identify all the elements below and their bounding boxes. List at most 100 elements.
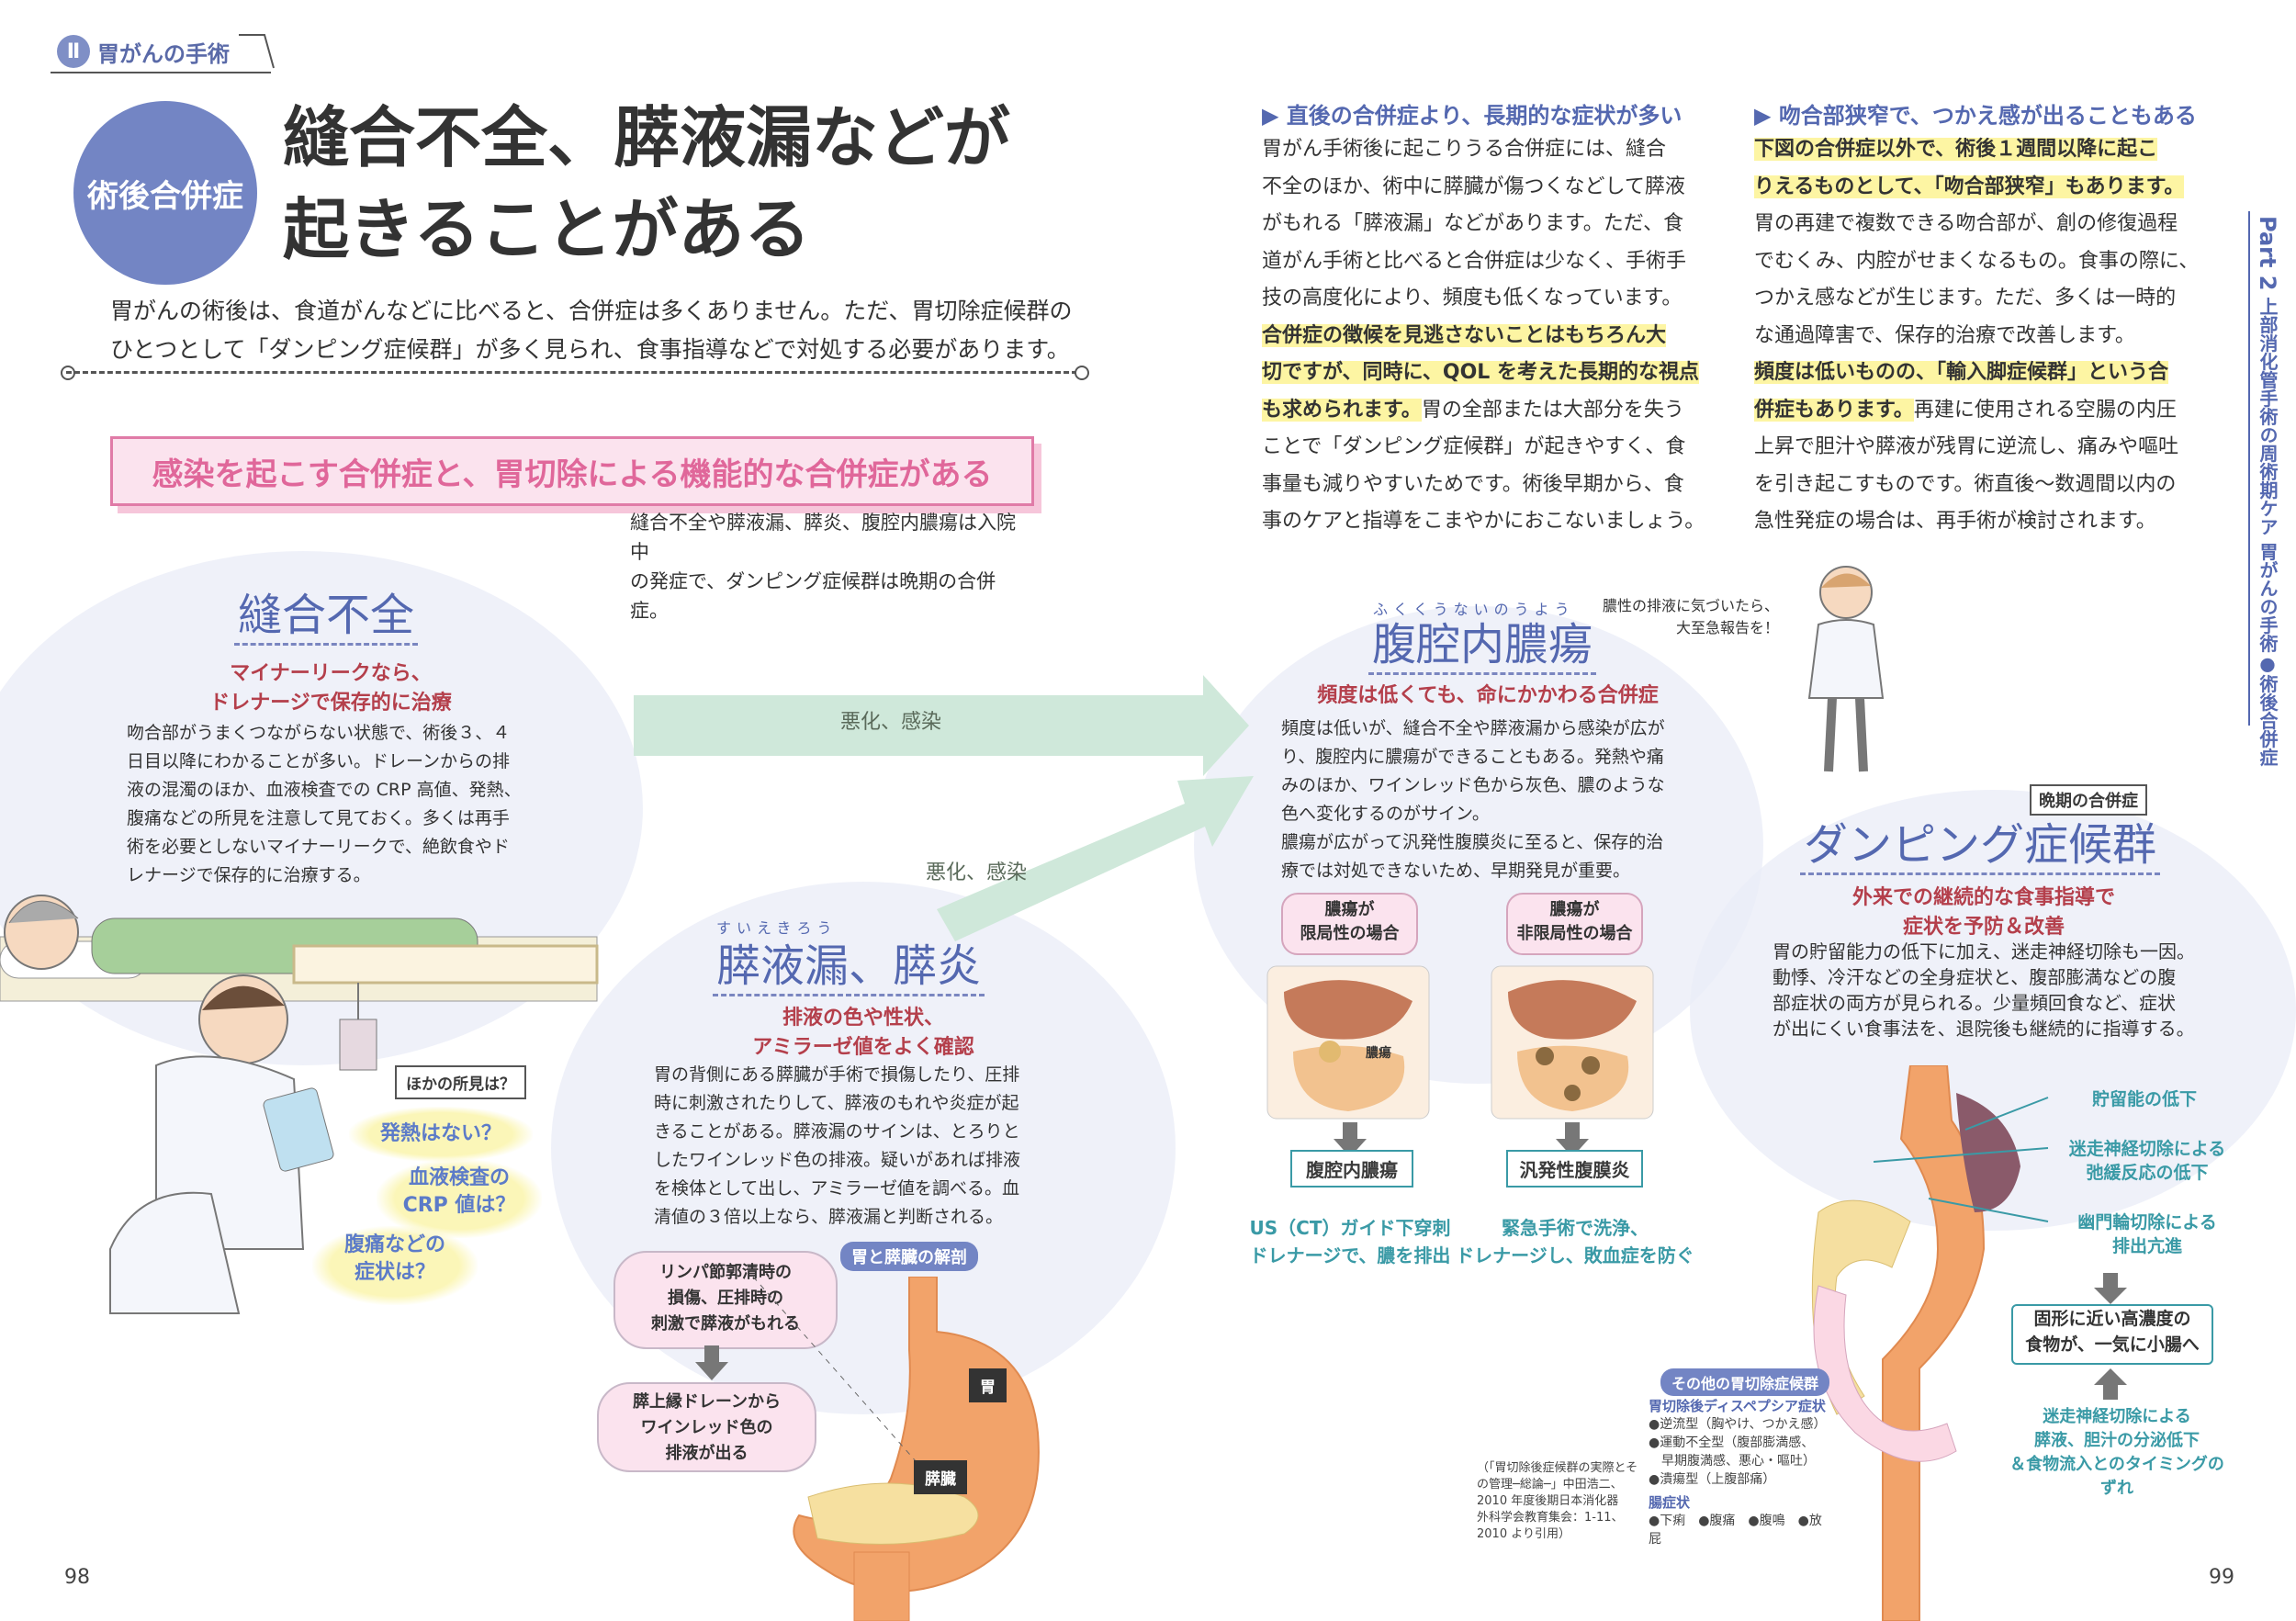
col2-highlight-line: 下図の合併症以外で、術後１週間以降に起こ — [1754, 138, 2158, 161]
pancreas-body-line: 時に刺激されたりして、膵液のもれや炎症が起 — [654, 1093, 1019, 1113]
col2-highlight-line: 併症もあります。 — [1754, 398, 1914, 422]
dumping-subtitle: 外来での継続的な食事指導で 症状を予防＆改善 — [1800, 884, 2167, 942]
dumping-body-line: 動悸、冷汗などの全身症状と、腹部膨満などの腹 — [1773, 966, 2177, 988]
col2-highlight-line: りえるものとして、「吻合部狭窄」もあります。 — [1754, 174, 2185, 198]
col2-line: な通過障害で、保存的治療で改善します。 — [1754, 323, 2135, 347]
up-arrow-icon — [2094, 1368, 2127, 1400]
treat-local: US（CT）ガイド下穿刺 ドレナージで、膿を排出 — [1240, 1214, 1460, 1269]
abscess-body-line: 頻度は低いが、縫合不全や膵液漏から感染が広が — [1281, 718, 1665, 738]
other-syndrome-list: 胃切除後ディスペプシア症状 ●逆流型（胸やけ、つかえ感） ●運動不全型（腹部膨満… — [1649, 1396, 1832, 1548]
other-syndrome-h1: 胃切除後ディスペプシア症状 — [1649, 1398, 1826, 1414]
abscess-body-line: 色へ変化するのがサイン。 — [1281, 804, 1490, 824]
case-local-line: 膿瘍が — [1324, 900, 1375, 919]
stomach-pancreas-illustration — [753, 1277, 1040, 1621]
ann-secretion-line: 迷走神経切除による — [2043, 1407, 2191, 1426]
ann-pylorus: 幽門輪切除による 排出亢進 — [2046, 1210, 2248, 1258]
pancreas-drain-box: 膵上縁ドレーンから ワインレッド色の 排液が出る — [597, 1382, 816, 1472]
abscess-subtitle: 頻度は低くても、命にかかわる合併症 — [1317, 684, 1659, 707]
q-pain-line2: 症状は？ — [354, 1261, 435, 1284]
pancreas-drain-line: ワインレッド色の — [640, 1418, 773, 1437]
dumping-body-line: 部症状の両方が見られる。少量頻回食など、症状 — [1773, 992, 2176, 1014]
pancreas-title: 膵液漏、膵炎 — [713, 929, 985, 996]
ann-vagal-relax: 迷走神経切除による 弛緩反応の低下 — [2046, 1137, 2248, 1185]
suture-body-line: 日目以降にわかることが多い。ドレーンからの排 — [127, 751, 511, 771]
case-diffuse-line: 膿瘍が — [1549, 900, 1600, 919]
dumping-flow-line: 食物が、一気に小腸へ — [2025, 1334, 2200, 1355]
abscess-body: 頻度は低いが、縫合不全や膵液漏から感染が広が り、腹腔内に膿瘍ができることもある… — [1281, 715, 1713, 885]
other-syndrome-h2: 腸症状 — [1649, 1494, 1691, 1511]
case-diffuse-line: 非限局性の場合 — [1516, 924, 1633, 943]
arrow2-label: 悪化、感染 — [926, 861, 1028, 884]
col1-highlight-line: も求められます。 — [1262, 398, 1422, 422]
banner-note-line1: 縫合不全や膵液漏、膵炎、腹腔内膿瘍は入院中 — [630, 512, 1016, 563]
arrow1-label: 悪化、感染 — [840, 711, 942, 734]
down-arrow-icon — [2094, 1273, 2127, 1304]
col1-line: 道がん手術と比べると合併症は少なく、手術手 — [1262, 249, 1687, 273]
dumping-title: ダンピング症候群 — [1800, 808, 2161, 875]
case-diffuse: 膿瘍が 非限局性の場合 — [1506, 893, 1643, 955]
treat-local-line: US（CT）ガイド下穿刺 — [1249, 1217, 1451, 1239]
ann-vagal-relax-line: 迷走神経切除による — [2068, 1139, 2226, 1159]
arrow-worsen-1 — [634, 675, 1249, 776]
treat-local-line: ドレナージで、膿を排出 — [1249, 1244, 1451, 1266]
tab-underline — [51, 72, 271, 73]
col1-body: 胃がん手術後に起こりうる合併症には、縫合 不全のほか、術中に膵臓が傷つくなどして… — [1262, 131, 1716, 541]
lead-line1: 胃がんの術後は、食道がんなどに比べると、合併症は多くありません。ただ、胃切除症候… — [110, 298, 1073, 324]
section-tab: Ⅱ 胃がんの手術 — [57, 33, 276, 70]
abscess-title: 腹腔内膿瘍 — [1368, 608, 1597, 675]
dumping-heading: ダンピング症候群 — [1800, 808, 2161, 875]
arrow-worsen-2 — [937, 776, 1254, 941]
ann-pylorus-line: 排出亢進 — [2111, 1236, 2182, 1256]
pancreas-cause-line: 損傷、圧排時の — [668, 1289, 783, 1308]
col2-heading-text: 吻合部狭窄で、つかえ感が出ることもある — [1778, 103, 2197, 129]
col2-line: を引き起こすものです。術直後～数週間以内の — [1754, 472, 2177, 496]
column-1: ▶ 直後の合併症より、長期的な症状が多い 胃がん手術後に起こりうる合併症には、縫… — [1262, 97, 1716, 541]
nurse-note: 膿性の排液に気づいたら、 大至急報告を！ — [1603, 595, 1779, 639]
abscess-ruby: ふくくうないのうよう — [1373, 601, 1575, 618]
suture-body: 吻合部がうまくつながらない状態で、術後３、４ 日目以降にわかることが多い。ドレー… — [127, 719, 558, 890]
other-syndrome-tag: その他の胃切除症候群 — [1660, 1368, 1830, 1396]
down-arrow-icon — [695, 1345, 728, 1380]
tab-edge-icon — [239, 34, 275, 69]
pancreas-subtitle: 排液の色や性状、 アミラーゼ値をよく確認 — [698, 1004, 1029, 1063]
other-syndrome-item: ●運動不全型（腹部膨満感、 — [1649, 1435, 1815, 1450]
side-label: Part 2 上部消化管手術の周術期ケア 胃がんの手術●術後合併症 — [2255, 216, 2281, 766]
page-title: 縫合不全、膵液漏などが 起きることがある — [283, 92, 1010, 276]
col2-line: つかえ感などが生じます。ただ、多くは一時的 — [1754, 287, 2177, 310]
side-text: 上部消化管手術の周術期ケア — [2257, 297, 2279, 536]
q-crp-line1: 血液検査の — [408, 1166, 510, 1189]
late-tag: 晩期の合併症 — [2030, 784, 2147, 816]
section-title: 胃がんの手術 — [97, 40, 230, 67]
dumping-flow-line: 固形に近い高濃度の — [2033, 1309, 2191, 1329]
dumping-body-line: 胃の貯留能力の低下に加え、迷走神経切除も一因。 — [1773, 940, 2195, 962]
q-pain: 腹痛などの 症状は？ — [312, 1226, 478, 1305]
pancreas-body-line: 清値の３倍以上なら、膵液漏と判断される。 — [654, 1207, 1004, 1227]
annotation-leader-lines — [1874, 1097, 2049, 1222]
diffuse-abscess-illustration — [1491, 965, 1654, 1120]
q-fever: 発熱はない？ — [349, 1107, 533, 1162]
column-2: ▶ 吻合部狭窄で、つかえ感が出ることもある 下図の合併症以外で、術後１週間以降に… — [1754, 97, 2209, 541]
col1-line: 不全のほか、術中に膵臓が傷つくなどして膵液 — [1262, 174, 1685, 198]
abscess-body-line: 膿瘍が広がって汎発性腹膜炎に至ると、保存的治 — [1281, 832, 1664, 852]
abscess-heading: 腹腔内膿瘍 — [1368, 608, 1597, 675]
local-abscess-illustration — [1266, 965, 1430, 1120]
pancreas-body-line: 胃の背側にある膵臓が手術で損傷したり、圧排 — [654, 1064, 1020, 1085]
pancreas-body: 胃の背側にある膵臓が手術で損傷したり、圧排 時に刺激されたりして、膵液のもれや炎… — [654, 1061, 1040, 1232]
treat-diffuse-line: 緊急手術で洗浄、 — [1502, 1217, 1649, 1239]
col1-highlight-line: 合併症の徴候を見逃さないことはもちろん大 — [1262, 323, 1667, 347]
col1-tail: 胃の全部または大部分を失う — [1421, 398, 1684, 422]
citation-line: （「胃切除後症候群の実際とそ — [1477, 1461, 1638, 1475]
abscess-body-line: り、腹腔内に膿瘍ができることもある。発熱や痛 — [1281, 747, 1664, 767]
col2-body: 下図の合併症以外で、術後１週間以降に起こ りえるものとして、「吻合部狭窄」もあり… — [1754, 131, 2209, 541]
other-syndrome-item: ●潰瘍型（上腹部痛） — [1649, 1472, 1776, 1487]
suture-sub-line1: マイナーリークなら、 — [230, 662, 432, 685]
col1-heading: ▶ 直後の合併症より、長期的な症状が多い — [1262, 103, 1683, 129]
pancreas-ruby: すいえきろう — [716, 919, 838, 937]
suture-body-line: 液の混濁のほか、血液検査での CRP 高値、発熱、 — [127, 780, 522, 800]
dash-dot-right — [1075, 366, 1089, 380]
q-pain-line1: 腹痛などの — [343, 1233, 445, 1256]
suture-body-line: 吻合部がうまくつながらない状態で、術後３、４ — [127, 723, 511, 743]
ann-secretion-line: ＆食物流入とのタイミングのずれ — [2009, 1455, 2224, 1498]
pancreas-cause-line: リンパ節郭清時の — [659, 1263, 792, 1282]
col2-line: 上昇で胆汁や膵液が残胃に逆流し、痛みや嘔吐 — [1754, 435, 2179, 458]
